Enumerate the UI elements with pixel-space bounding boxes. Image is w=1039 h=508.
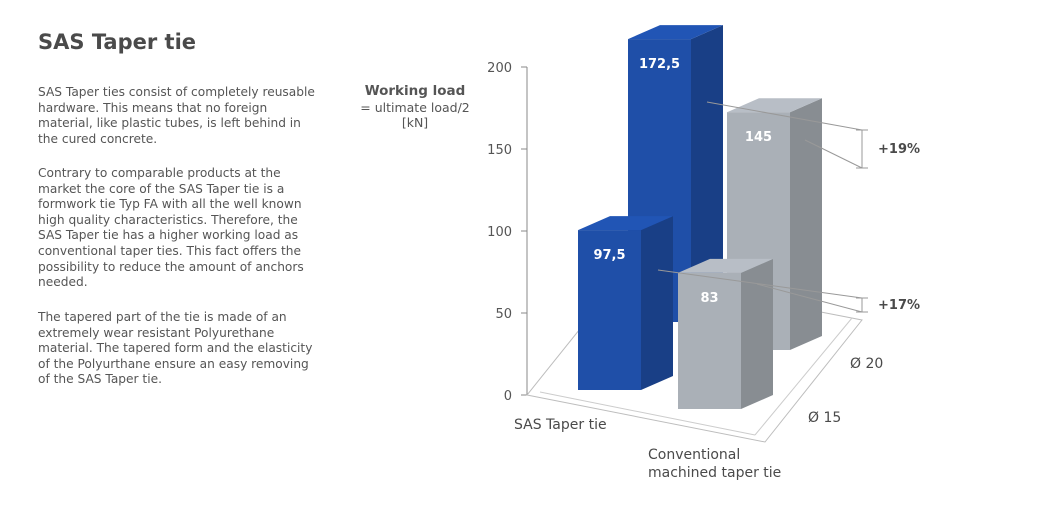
core-paragraph: Contrary to comparable products at the m… — [38, 166, 304, 290]
bar-conventional-d15-side — [741, 258, 773, 409]
floor-inner-line — [754, 317, 853, 436]
bar-conventional-d20-side — [790, 98, 822, 350]
y-tick-label: 100 — [487, 225, 512, 240]
y-axis-title: Working load — [364, 83, 466, 99]
y-tick-label: 150 — [487, 143, 512, 158]
guide-line — [756, 283, 863, 313]
difference-label: +19% — [878, 142, 920, 157]
data-label: 145 — [745, 130, 772, 145]
y-tick-label: 200 — [487, 61, 512, 76]
series-label: SAS Taper tie — [514, 417, 607, 433]
y-axis-subtitle: = ultimate load/2 — [360, 99, 470, 115]
data-label: 97,5 — [593, 248, 625, 263]
page-title: SAS Taper tie — [38, 30, 197, 54]
y-axis-unit: [kN] — [401, 115, 429, 130]
difference-label: +17% — [878, 298, 920, 313]
category-label: Ø 15 — [808, 410, 841, 426]
bar-sas-d15-side — [641, 216, 673, 390]
y-tick-label: 50 — [495, 307, 512, 322]
bar-conventional-d20-top — [727, 98, 822, 113]
bar-conventional-d15-top — [678, 258, 773, 273]
material-paragraph: The tapered part of the tie is made of a… — [38, 310, 313, 387]
data-label: 83 — [700, 291, 718, 306]
floor-inner-line — [539, 391, 756, 436]
category-label: Ø 20 — [850, 356, 883, 372]
guide-line — [657, 269, 863, 299]
bar-conventional-d15 — [678, 272, 741, 409]
guide-line — [706, 101, 863, 131]
y-axis-label: Working load = ultimate load/2 [kN] — [350, 83, 480, 131]
y-tick-label: 0 — [504, 389, 512, 404]
series-label: machined taper tie — [648, 465, 781, 481]
bar-sas-d15-top — [578, 216, 673, 231]
series-label: Conventional — [648, 447, 740, 463]
data-label: 172,5 — [639, 57, 680, 72]
bar-sas-d20-top — [628, 25, 723, 40]
guide-line — [804, 139, 863, 169]
intro-paragraph: SAS Taper ties consist of completely reu… — [38, 85, 315, 146]
bar-sas-d20-side — [691, 25, 723, 322]
bar-sas-d15 — [578, 230, 641, 390]
